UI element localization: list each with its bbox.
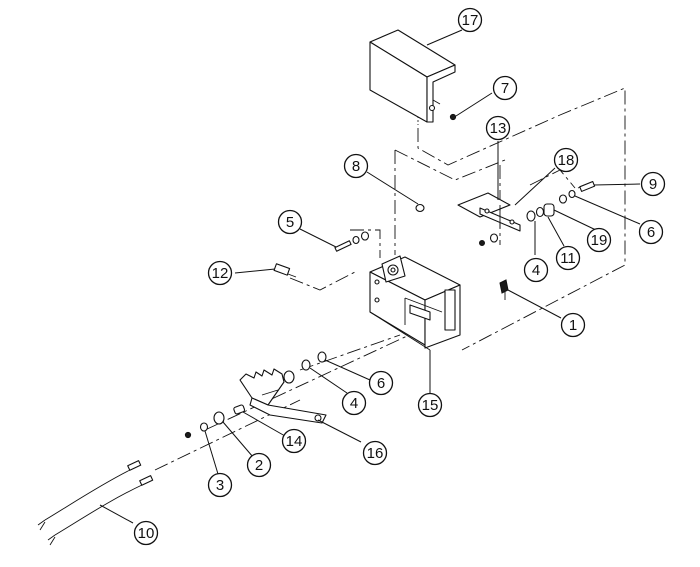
callout-circle — [417, 392, 443, 418]
hardware-left — [184, 351, 327, 439]
plate-part-13 — [457, 192, 511, 218]
callout-label: 2 — [255, 457, 263, 474]
callout-c3: 3 — [207, 472, 233, 498]
callout-circle — [523, 257, 549, 283]
callout-c12: 12 — [207, 260, 233, 286]
callout-circle — [246, 452, 272, 478]
callout-c4a: 4 — [523, 257, 549, 283]
callout-circle — [560, 312, 586, 338]
stud-part-12 — [273, 263, 297, 278]
callout-c8: 8 — [343, 153, 369, 179]
callout-label: 9 — [649, 176, 657, 193]
leader-lines — [99, 29, 641, 524]
callout-circle — [362, 440, 388, 466]
callout-label: 12 — [212, 265, 229, 282]
callout-label: 11 — [560, 250, 576, 267]
callout-label: 13 — [490, 120, 507, 137]
callout-c13: 13 — [485, 115, 511, 141]
callout-circle — [553, 147, 579, 173]
bolt-part-5 — [334, 231, 370, 252]
callout-label: 6 — [647, 224, 655, 241]
callout-c10: 10 — [133, 520, 159, 546]
cover-part-17 — [369, 29, 456, 123]
nut-part-8 — [415, 203, 425, 213]
lever-part-18 — [479, 205, 521, 232]
callout-c5: 5 — [277, 209, 303, 235]
callout-label: 15 — [422, 397, 439, 414]
callout-circle — [343, 153, 369, 179]
callout-label: 19 — [591, 232, 608, 249]
callout-c11: 11 — [555, 245, 581, 271]
screw-part-7 — [449, 113, 457, 121]
cable-part-10 — [37, 460, 154, 546]
callout-label: 5 — [286, 214, 294, 231]
callout-circle — [457, 7, 483, 33]
callout-label: 7 — [501, 80, 509, 97]
callout-c18: 18 — [553, 147, 579, 173]
callout-label: 4 — [350, 395, 358, 412]
callout-c2: 2 — [246, 452, 272, 478]
callout-label: 4 — [532, 262, 540, 279]
callout-c16: 16 — [362, 440, 388, 466]
callout-label: 18 — [558, 152, 575, 169]
callout-c6a: 6 — [638, 219, 664, 245]
callout-c17: 17 — [457, 7, 483, 33]
callout-circle — [640, 171, 666, 197]
callout-c15: 15 — [417, 392, 443, 418]
callout-label: 6 — [377, 375, 385, 392]
callout-c7: 7 — [492, 75, 518, 101]
callout-c1: 1 — [560, 312, 586, 338]
hardware-right — [479, 180, 596, 294]
callout-label: 14 — [286, 433, 303, 450]
callout-c14: 14 — [281, 428, 307, 454]
callout-c4b: 4 — [341, 390, 367, 416]
callout-c19: 19 — [586, 227, 612, 253]
callout-circle — [277, 209, 303, 235]
callout-c9: 9 — [640, 171, 666, 197]
bracket-part-16 — [239, 368, 327, 424]
callout-circle — [492, 75, 518, 101]
callout-label: 3 — [216, 477, 224, 494]
callout-c6b: 6 — [368, 370, 394, 396]
callout-circle — [207, 260, 233, 286]
callout-circle — [341, 390, 367, 416]
callout-circle — [368, 370, 394, 396]
callout-label: 17 — [462, 12, 479, 29]
callout-circle — [281, 428, 307, 454]
callout-circle — [638, 219, 664, 245]
callout-circle — [133, 520, 159, 546]
callout-circle — [586, 227, 612, 253]
callout-circle — [485, 115, 511, 141]
callout-circle — [555, 245, 581, 271]
callout-label: 8 — [352, 158, 360, 175]
callout-label: 10 — [138, 525, 155, 542]
callout-label: 16 — [367, 445, 384, 462]
housing-part-15 — [369, 255, 461, 351]
callout-label: 1 — [569, 317, 577, 334]
callout-circle — [207, 472, 233, 498]
